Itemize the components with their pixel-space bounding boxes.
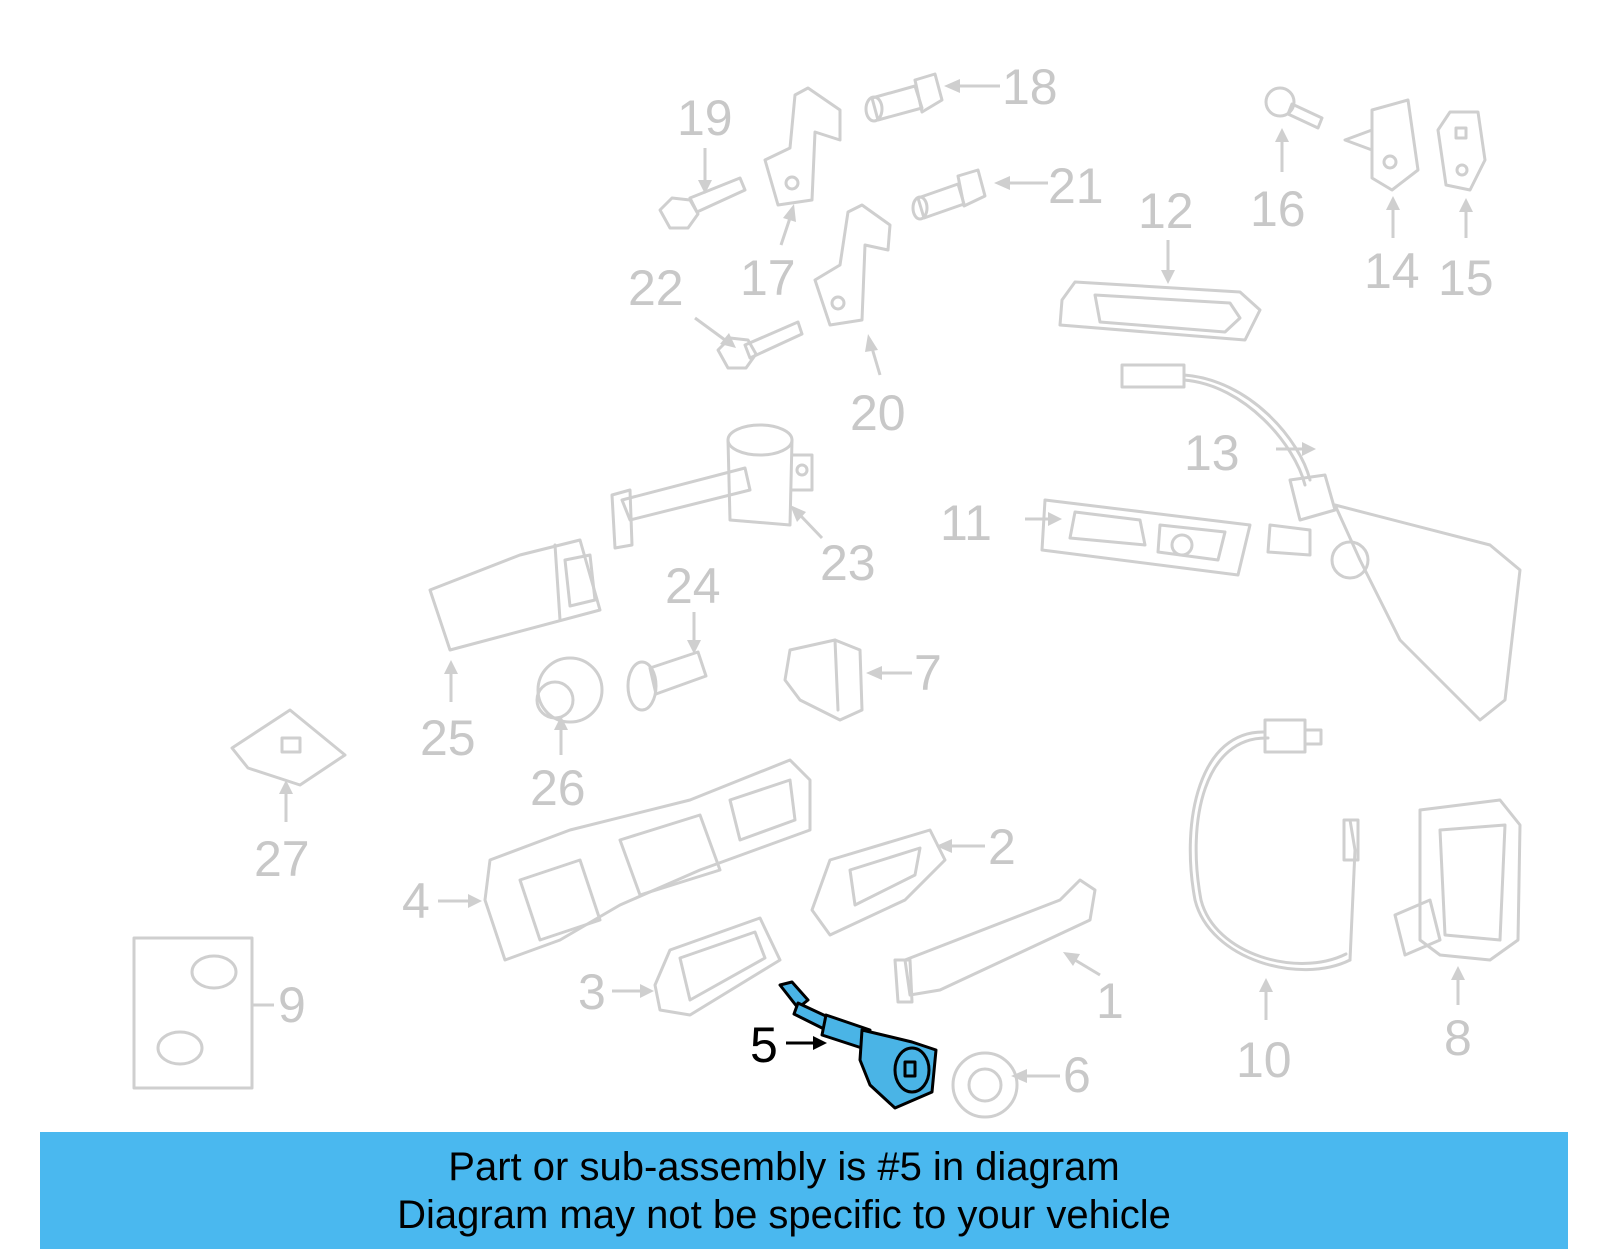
part-2-cover <box>810 828 947 937</box>
arrow-3 <box>612 984 654 998</box>
arrow-13 <box>1276 442 1316 456</box>
part-5-lock-cylinder <box>778 980 938 1110</box>
arrow-25 <box>444 660 458 702</box>
arrow-10 <box>1259 978 1273 1020</box>
part-16-screw <box>1264 86 1324 130</box>
arrow-21 <box>994 176 1048 190</box>
callout-17: 17 <box>740 250 796 306</box>
part-4-carrier <box>483 758 812 962</box>
callout-10: 10 <box>1236 1032 1292 1088</box>
arrow-5 <box>786 1036 827 1050</box>
arrow-27 <box>279 780 293 822</box>
part-17-hinge <box>763 86 842 207</box>
arrow-20 <box>865 334 882 376</box>
callout-7: 7 <box>914 645 942 701</box>
callout-5: 5 <box>750 1017 778 1073</box>
arrow-16 <box>1275 128 1289 172</box>
part-13-cable <box>1120 363 1522 722</box>
callout-6: 6 <box>1063 1047 1091 1103</box>
part-14-bracket <box>1343 98 1420 192</box>
callout-15: 15 <box>1438 250 1494 306</box>
part-9-clips <box>132 936 254 1090</box>
callout-16: 16 <box>1250 181 1306 237</box>
arrow-12 <box>1161 240 1175 284</box>
callout-21: 21 <box>1048 158 1104 214</box>
arrow-19 <box>698 148 712 194</box>
arrow-7 <box>866 666 912 680</box>
part-10-cable <box>1188 718 1360 972</box>
part-23-door-check <box>610 423 814 550</box>
arrow-6 <box>1011 1069 1060 1083</box>
callout-8: 8 <box>1444 1010 1472 1066</box>
callout-22: 22 <box>628 260 684 316</box>
part-26-grommet <box>535 656 604 724</box>
callout-23: 23 <box>820 535 876 591</box>
callout-11: 11 <box>940 495 992 551</box>
callout-9: 9 <box>278 977 306 1033</box>
part-11-handle <box>1040 498 1252 577</box>
part-15-pad <box>1436 110 1487 192</box>
callout-4: 4 <box>402 873 430 929</box>
callout-19: 19 <box>677 90 733 146</box>
banner-line-2: Diagram may not be specific to your vehi… <box>397 1192 1171 1237</box>
arrow-22 <box>694 316 736 348</box>
callout-13: 13 <box>1184 425 1240 481</box>
part-8-lock <box>1393 798 1522 962</box>
part-18-bolt <box>864 72 944 123</box>
callout-12: 12 <box>1138 183 1194 239</box>
callout-20: 20 <box>850 385 906 441</box>
part-25-cover <box>428 538 602 652</box>
arrow-4 <box>438 894 482 908</box>
callout-27: 27 <box>254 831 310 887</box>
callout-14: 14 <box>1364 243 1420 299</box>
arrow-17 <box>779 204 796 246</box>
arrow-2 <box>936 839 985 853</box>
part-24-bolt <box>626 650 708 712</box>
callout-25: 25 <box>420 710 476 766</box>
arrow-24 <box>687 612 701 654</box>
callout-3: 3 <box>578 964 606 1020</box>
part-27-bracket <box>230 708 347 787</box>
arrow-1 <box>1063 952 1101 977</box>
part-19-bolt <box>658 176 747 230</box>
banner-line-1: Part or sub-assembly is #5 in diagram <box>448 1144 1120 1189</box>
callout-26: 26 <box>530 760 586 816</box>
arrow-8 <box>1451 966 1465 1005</box>
part-6-seal <box>951 1051 1019 1119</box>
arrow-26 <box>554 716 568 755</box>
callout-2: 2 <box>988 819 1016 875</box>
callout-24: 24 <box>665 558 721 614</box>
callout-1: 1 <box>1096 973 1124 1029</box>
arrow-11 <box>1025 512 1062 526</box>
info-banner: Part or sub-assembly is #5 in diagram Di… <box>40 1132 1568 1249</box>
part-7-cap <box>783 638 864 722</box>
arrow-18 <box>944 79 1000 93</box>
part-1-handle <box>893 878 1097 1004</box>
arrow-23 <box>790 505 824 540</box>
part-21-bolt <box>911 168 987 221</box>
part-3-gasket <box>653 916 782 1017</box>
part-20-hinge <box>813 203 892 327</box>
arrow-14 <box>1386 196 1400 238</box>
arrow-15 <box>1459 198 1473 238</box>
part-12-bezel <box>1058 280 1262 342</box>
callout-18: 18 <box>1002 59 1058 115</box>
